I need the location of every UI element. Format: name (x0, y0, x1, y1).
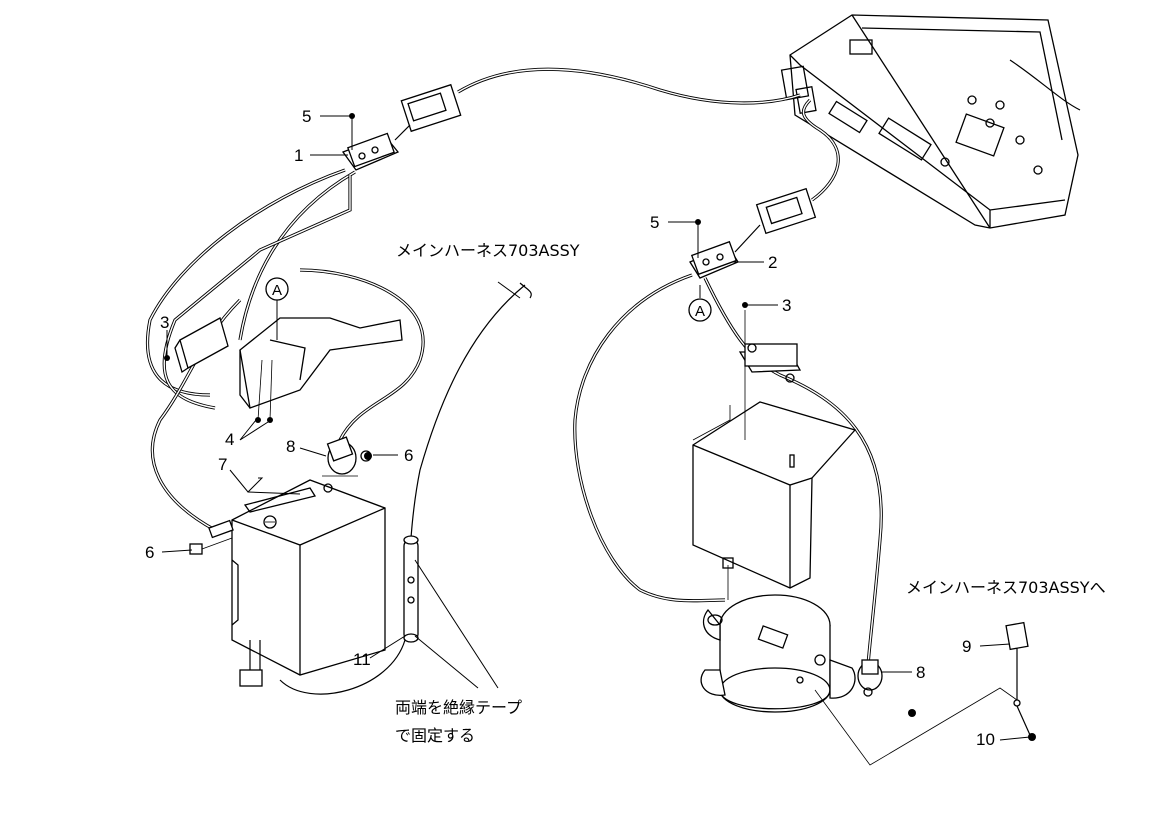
filter-box-3-right (738, 343, 802, 383)
connector-9 (1005, 621, 1036, 741)
callout-6-right: 6 (404, 446, 413, 465)
callout-4: 4 (225, 430, 234, 449)
callout-9: 9 (962, 637, 971, 656)
callout-3-right: 3 (782, 296, 791, 315)
callout-2: 2 (768, 253, 777, 272)
callout-3-left: 3 (160, 313, 169, 332)
leader-lines (161, 113, 1031, 741)
svg-text:A: A (272, 282, 282, 299)
battery-left (231, 479, 386, 687)
tube-11 (403, 535, 419, 643)
filter-box-3 (174, 317, 229, 374)
connector-2 (689, 187, 817, 279)
callout-8-left: 8 (286, 437, 295, 456)
callout-8-right: 8 (916, 663, 925, 682)
cover-box (692, 310, 857, 589)
control-unit (780, 14, 1081, 229)
bolts-4 (255, 359, 273, 423)
callout-11: 11 (353, 650, 371, 669)
svg-text:A: A (695, 303, 705, 320)
callout-10: 10 (976, 730, 995, 749)
plug-cap-8-left (322, 436, 372, 493)
callout-6-left: 6 (145, 543, 154, 562)
screw-6-left (189, 519, 234, 555)
note-main-harness-to: メインハーネス703ASSYへ (906, 578, 1106, 597)
note-main-harness: メインハーネス703ASSY (396, 241, 580, 260)
note-tape-line1: 両端を絶縁テープ (395, 698, 522, 717)
callout-7: 7 (218, 455, 227, 474)
relay (700, 557, 856, 713)
note-tape-line2: で固定する (395, 726, 475, 745)
circle-marker-a-right: A (688, 298, 712, 322)
connector-1 (341, 83, 462, 171)
plug-cap-8-right (857, 659, 916, 717)
callout-1: 1 (294, 146, 303, 165)
callout-5-left: 5 (302, 107, 311, 126)
circle-marker-a-left: A (265, 277, 289, 301)
bracket-left (239, 317, 403, 409)
callout-5-right: 5 (650, 213, 659, 232)
